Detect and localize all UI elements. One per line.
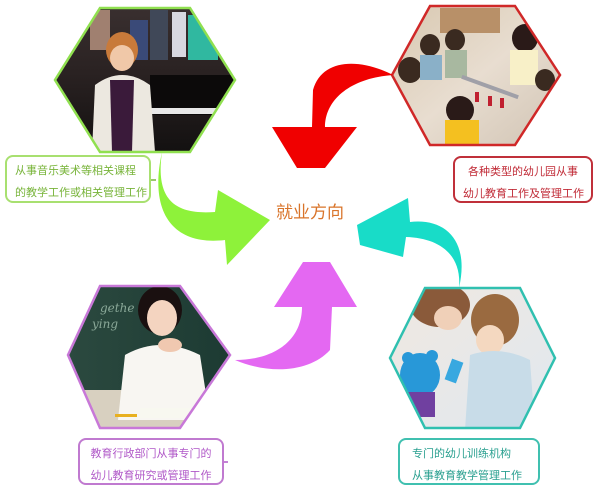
purple-arrow-icon — [235, 262, 357, 370]
teal-arrow-icon — [357, 198, 462, 288]
mother-child-toy-photo — [390, 288, 555, 428]
blackboard-writing: gethe — [100, 301, 134, 315]
caption-line: 教育行政部门从事专门的 — [90, 447, 212, 460]
caption-line: 幼儿教育研究或管理工作 — [90, 469, 212, 482]
hexagon-frame-teal — [388, 286, 557, 430]
caption-kindergarten-work: 各种类型的幼儿园从事 幼儿教育工作及管理工作 — [453, 156, 593, 203]
kindergarten-children-photo — [392, 6, 560, 145]
teacher-at-piano-photo — [55, 8, 235, 152]
caption-education-admin: 教育行政部门从事专门的 幼儿教育研究或管理工作 — [78, 438, 224, 485]
caption-line: 各种类型的幼儿园从事 — [468, 165, 578, 178]
caption-music-art-teaching: 从事音乐美术等相关课程 的教学工作或相关管理工作 — [5, 155, 151, 203]
red-arrow-icon — [272, 63, 393, 168]
blackboard-writing-2: ying — [91, 317, 118, 331]
caption-line: 从事教育教学管理工作 — [412, 469, 522, 482]
caption-training-institution: 专门的幼儿训练机构 从事教育教学管理工作 — [398, 438, 540, 485]
teacher-at-blackboard-photo: gethe ying — [68, 286, 230, 428]
center-title: 就业方向 — [276, 203, 344, 223]
caption-line: 专门的幼儿训练机构 — [412, 447, 511, 460]
green-arrow-icon — [158, 152, 270, 265]
caption-line: 从事音乐美术等相关课程 — [15, 164, 136, 177]
caption-line: 幼儿教育工作及管理工作 — [463, 187, 584, 200]
hexagon-frame-purple — [66, 284, 232, 430]
caption-line: 的教学工作或相关管理工作 — [15, 186, 147, 199]
hexagon-frame-green — [53, 6, 237, 154]
